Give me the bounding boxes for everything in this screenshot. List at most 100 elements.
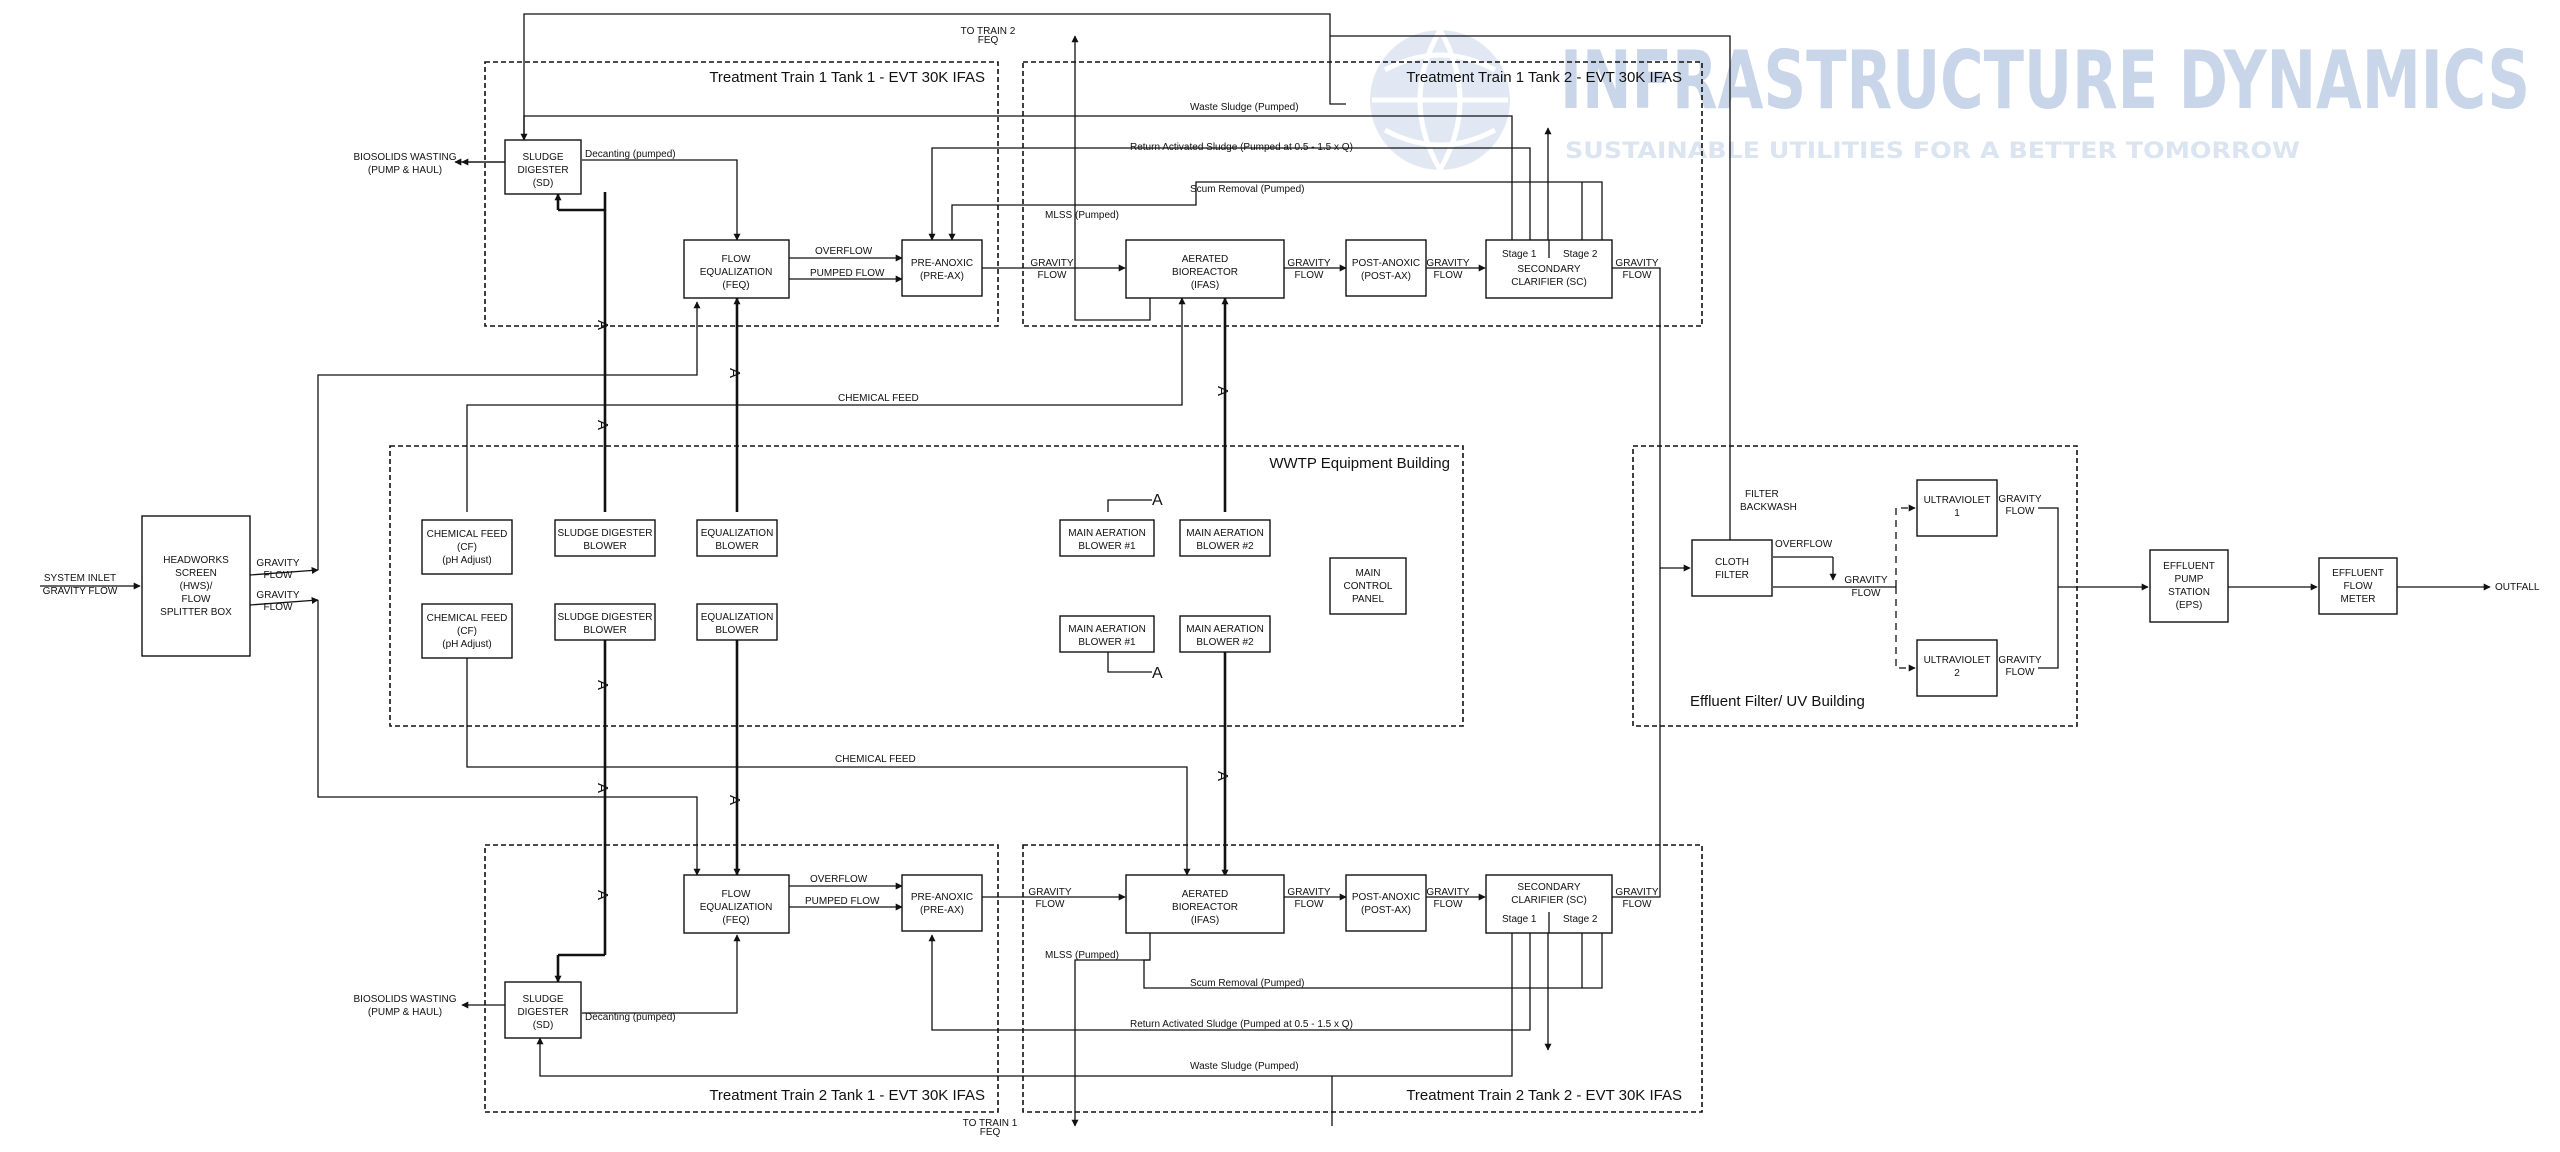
main-control-panel[interactable] [1329,557,1407,615]
stage1-t2-label: Stage 1 [1502,914,1537,925]
flow-equalization-t1[interactable] [683,239,790,299]
pre-anoxic-t1-label: PRE-ANOXIC(PRE-AX) [911,258,973,282]
main-aeration-blower-2a[interactable] [1179,519,1271,557]
marker-a-7: A [594,680,611,690]
flow-lines [40,13,2491,1127]
flow-equalization-t2[interactable] [683,874,790,934]
chemical-feed-2-label: CHEMICAL FEED(CF)(pH Adjust) [427,613,508,650]
cloth-filter[interactable] [1691,539,1773,597]
post-anoxic-t1[interactable] [1345,239,1427,297]
aerated-bioreactor-t2[interactable] [1125,874,1285,934]
equalization-blower-2[interactable] [696,603,778,641]
zone-tt2-tank1 [484,844,999,1113]
company-logo: INFRASTRUCTURE DYNAMICS SUSTAINABLE UTIL… [1370,28,2530,172]
post-anoxic-t2-label: POST-ANOXIC(POST-AX) [1352,892,1420,916]
logo-name: INFRASTRUCTURE DYNAMICS [1560,34,2530,127]
waste-sludge-t2-label: Waste Sludge (Pumped) [1190,1061,1299,1072]
sludge-digester-t2[interactable] [504,981,582,1039]
zone-tt1-tank1 [484,61,999,327]
chemical-feed-t1-label: CHEMICAL FEED [838,393,919,404]
logo-tagline: SUSTAINABLE UTILITIES FOR A BETTER TOMOR… [1565,139,2300,164]
overflow-uv-label: OVERFLOW [1775,539,1833,550]
zone-tt1-tank2 [1022,61,1703,327]
globe-icon [1370,28,1510,172]
marker-a-8: A [594,783,611,793]
chemical-feed-1[interactable] [421,519,513,575]
biosolids-t2-label: BIOSOLIDS WASTING(PUMP & HAUL) [354,994,457,1018]
marker-a-10: A [594,890,611,900]
stage2-t2-label: Stage 2 [1563,914,1598,925]
chemical-feed-t2-label: CHEMICAL FEED [835,754,916,765]
zone-equipment-building [389,445,1464,727]
scum-t2-label: Scum Removal (Pumped) [1190,978,1304,989]
ultraviolet-1[interactable] [1916,479,1998,537]
sludge-digester-blower-1[interactable] [554,519,656,557]
sludge-digester-t1[interactable] [504,139,582,195]
pumped-flow-t1-label: PUMPED FLOW [810,268,885,279]
biosolids-t1-label: BIOSOLIDS WASTING(PUMP & HAUL) [354,152,457,176]
effluent-flow-meter[interactable] [2318,557,2398,615]
main-aeration-blower-1b[interactable] [1059,615,1155,653]
pre-anoxic-t2[interactable] [901,874,983,932]
waste-sludge-t1-label: Waste Sludge (Pumped) [1190,102,1299,113]
outfall-label: OUTFALL [2495,582,2540,593]
overflow-t2-label: OVERFLOW [810,874,868,885]
decanting-t2-label: Decanting (pumped) [585,1012,676,1023]
ultraviolet-2[interactable] [1916,639,1998,697]
main-aeration-blower-1a[interactable] [1059,519,1155,557]
ras-t2-label: Return Activated Sludge (Pumped at 0.5 -… [1130,1019,1353,1030]
pumped-flow-t2-label: PUMPED FLOW [805,896,880,907]
marker-a-3: A [594,320,611,330]
zone-uv-building [1632,445,2078,727]
equalization-blower-1[interactable] [696,519,778,557]
zone-tt2-tank2-label: Treatment Train 2 Tank 2 - EVT 30K IFAS [1406,1087,1682,1104]
main-aeration-blower-2b[interactable] [1179,615,1271,653]
zone-tt2-tank1-label: Treatment Train 2 Tank 1 - EVT 30K IFAS [709,1087,985,1104]
zone-equipment-label: WWTP Equipment Building [1269,455,1450,472]
sludge-digester-blower-2[interactable] [554,603,656,641]
mlss-t1-label: MLSS (Pumped) [1045,210,1119,221]
marker-a-6: A [1214,386,1231,396]
scum-t1-label: Scum Removal (Pumped) [1190,184,1304,195]
aerated-bioreactor-t1[interactable] [1125,239,1285,299]
post-anoxic-t2[interactable] [1345,874,1427,932]
effluent-pump-station[interactable] [2149,549,2229,623]
headworks-box[interactable] [141,515,251,657]
chemical-feed-2[interactable] [421,603,513,659]
zones: Treatment Train 1 Tank 1 - EVT 30K IFAS … [389,61,2078,1113]
pre-anoxic-t1[interactable] [901,239,983,297]
